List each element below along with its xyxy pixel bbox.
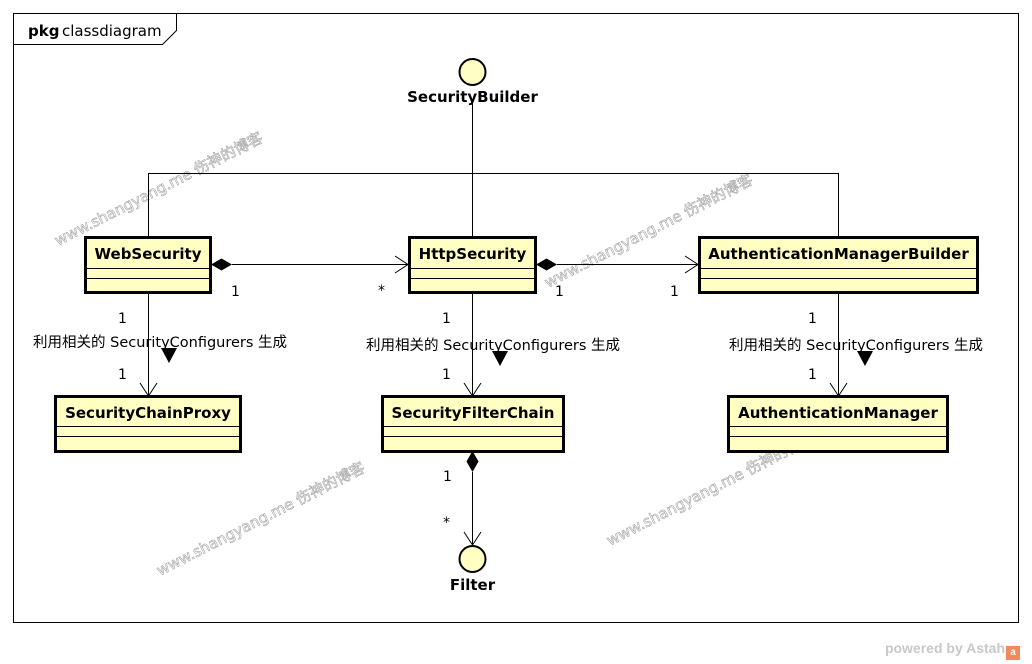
package-tab (13, 13, 177, 45)
package-frame: pkg classdiagram (13, 13, 1019, 623)
association-web-to-proxy[interactable]: 1 利用相关的 SecurityConfigurers 生成 1 (33, 293, 287, 397)
class-box (727, 395, 949, 453)
class-name: SecurityFilterChain (392, 404, 555, 422)
multiplicity-source: 1 (555, 284, 564, 300)
association-label: 利用相关的 SecurityConfigurers 生成 (729, 337, 983, 354)
association-http-to-chain[interactable]: 1 利用相关的 SecurityConfigurers 生成 1 (366, 293, 620, 397)
multiplicity-target: * (378, 283, 385, 299)
class-name: HttpSecurity (419, 245, 527, 263)
class-name: AuthenticationManagerBuilder (708, 245, 969, 263)
association-label: 利用相关的 SecurityConfigurers 生成 (366, 337, 620, 354)
class-security-chain-proxy[interactable]: SecurityChainProxy (54, 395, 242, 453)
class-authentication-manager[interactable]: AuthenticationManager (727, 395, 949, 453)
class-name: AuthenticationManager (738, 404, 938, 422)
class-name: WebSecurity (95, 245, 202, 263)
class-http-security[interactable]: HttpSecurity (408, 236, 537, 294)
class-box (84, 236, 212, 294)
package-border (13, 13, 1019, 623)
interface-filter[interactable]: Filter (450, 545, 496, 594)
multiplicity-target: 1 (808, 367, 817, 383)
interface-lollipop-icon (458, 545, 487, 573)
realization-lines (148, 103, 839, 237)
association-web-to-http[interactable]: 1 * (211, 255, 409, 300)
multiplicity-source: 1 (231, 284, 240, 300)
package-keyword: pkg (28, 22, 59, 40)
package-name: classdiagram (62, 22, 162, 40)
interface-name: Filter (450, 576, 496, 594)
multiplicity-source: 1 (442, 311, 451, 327)
association-label: 利用相关的 SecurityConfigurers 生成 (33, 334, 287, 351)
multiplicity-source: 1 (443, 469, 452, 485)
interface-security-builder[interactable]: SecurityBuilder (407, 58, 538, 106)
association-amb-to-am[interactable]: 1 利用相关的 SecurityConfigurers 生成 1 (729, 293, 983, 397)
association-http-to-amb[interactable]: 1 1 (536, 255, 699, 300)
composition-diamond-icon (536, 258, 557, 271)
class-box (54, 395, 242, 453)
class-name: SecurityChainProxy (65, 404, 231, 422)
multiplicity-target: * (443, 515, 450, 531)
class-box (408, 236, 537, 294)
interface-name: SecurityBuilder (407, 88, 538, 106)
multiplicity-target: 1 (118, 367, 127, 383)
web-amb-realization-line (148, 173, 839, 237)
multiplicity-source: 1 (118, 311, 127, 327)
astah-logo-icon: a (1006, 646, 1020, 660)
watermark-text: www.shangyang.me 伤神的博客 (52, 129, 266, 250)
composition-diamond-icon (466, 451, 479, 472)
direction-triangle-icon (857, 351, 873, 366)
association-chain-to-filter[interactable]: 1 * (443, 451, 482, 546)
direction-triangle-icon (161, 348, 177, 363)
class-box (381, 395, 565, 453)
multiplicity-target: 1 (442, 367, 451, 383)
interface-lollipop-icon (458, 58, 487, 86)
class-security-filter-chain[interactable]: SecurityFilterChain (381, 395, 565, 453)
multiplicity-target: 1 (670, 284, 679, 300)
direction-triangle-icon (492, 351, 508, 366)
class-web-security[interactable]: WebSecurity (84, 236, 212, 294)
watermark-text: www.shangyang.me 伤神的博客 (154, 459, 368, 580)
multiplicity-source: 1 (808, 311, 817, 327)
composition-diamond-icon (211, 258, 232, 271)
powered-by-text: powered by Astah (884, 640, 1005, 656)
class-box (698, 236, 979, 294)
class-authentication-manager-builder[interactable]: AuthenticationManagerBuilder (698, 236, 979, 294)
